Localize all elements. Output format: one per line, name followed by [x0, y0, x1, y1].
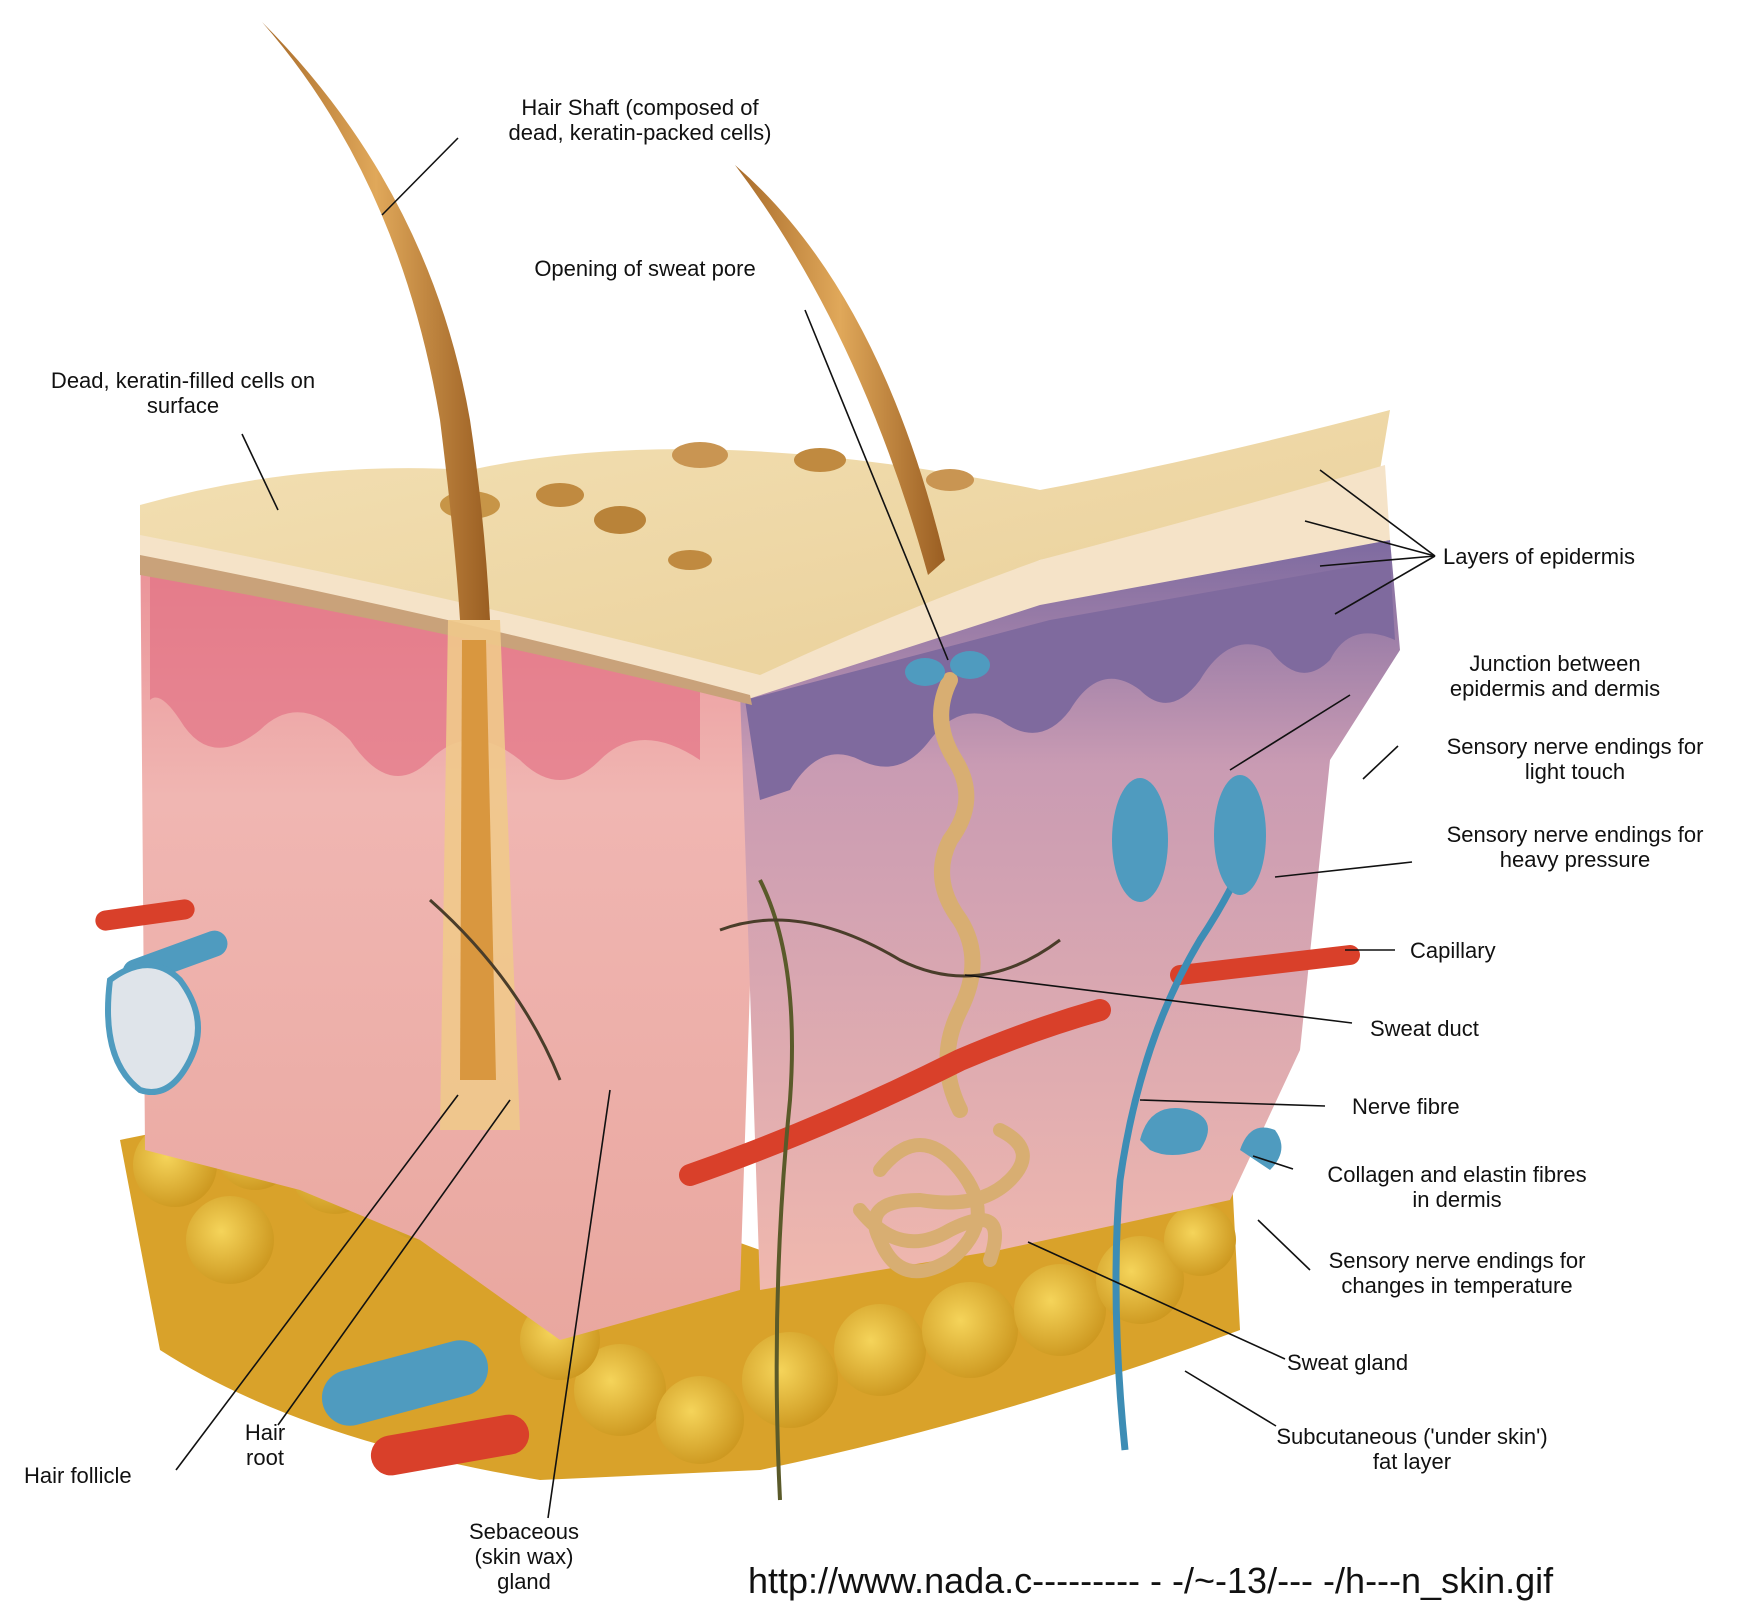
label-hair-follicle: Hair follicle [24, 1463, 132, 1488]
label-capillary: Capillary [1410, 938, 1496, 963]
leader-hair-shaft [382, 138, 458, 215]
label-light-touch: Sensory nerve endings for light touch [1447, 734, 1704, 784]
label-sebaceous: Sebaceous (skin wax) gland [469, 1519, 579, 1594]
label-hair-shaft: Hair Shaft (composed of dead, keratin-pa… [509, 95, 772, 145]
label-dead-cells: Dead, keratin-filled cells on surface [51, 368, 315, 418]
leader-subcutaneous [1185, 1371, 1276, 1426]
label-sweat-duct: Sweat duct [1370, 1016, 1479, 1041]
label-sweat-gland: Sweat gland [1287, 1350, 1408, 1375]
label-temperature: Sensory nerve endings for changes in tem… [1329, 1248, 1586, 1298]
label-heavy-pressure: Sensory nerve endings for heavy pressure [1447, 822, 1704, 872]
label-junction: Junction between epidermis and dermis [1450, 651, 1660, 701]
label-sweat-pore: Opening of sweat pore [534, 256, 755, 281]
label-hair-root: Hair root [245, 1420, 285, 1470]
leader-light-touch [1363, 746, 1398, 779]
label-layers-epidermis: Layers of epidermis [1443, 544, 1635, 569]
leader-temperature [1258, 1220, 1310, 1270]
label-nerve-fibre: Nerve fibre [1352, 1094, 1460, 1119]
label-subcutaneous: Subcutaneous ('under skin') fat layer [1276, 1424, 1547, 1474]
label-collagen: Collagen and elastin fibres in dermis [1327, 1162, 1586, 1212]
